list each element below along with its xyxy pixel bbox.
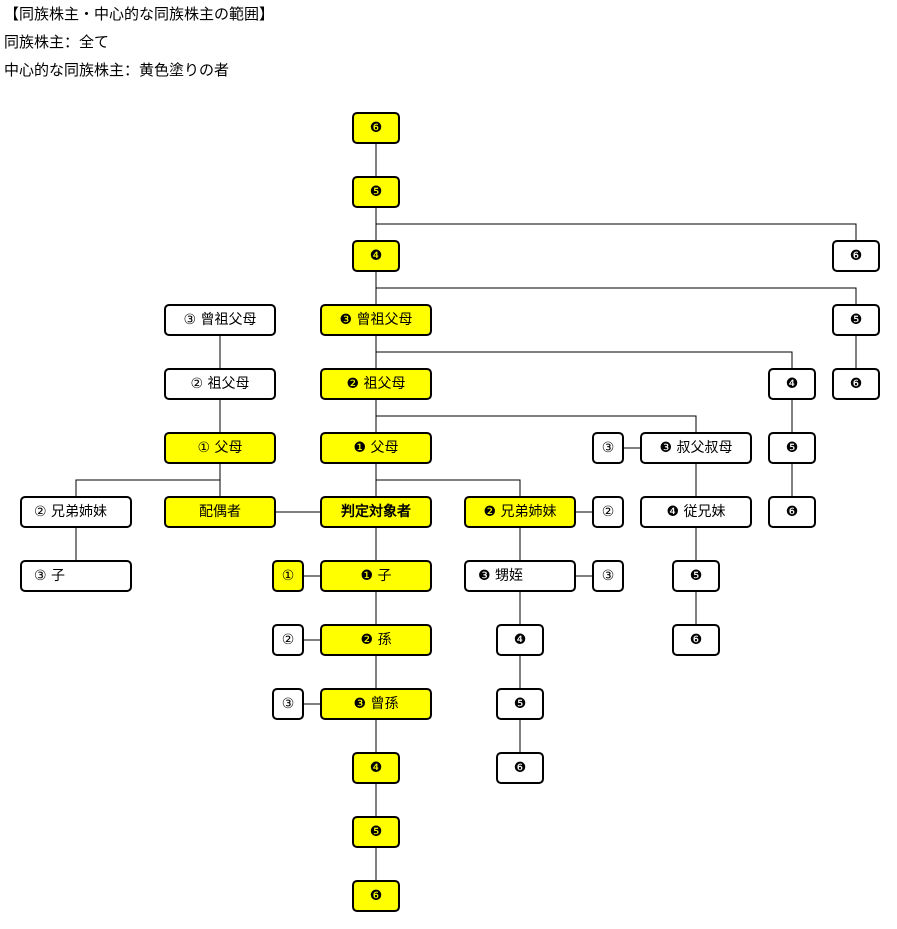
spouse-great-grandparents-box: ③ 曾祖父母 — [164, 304, 276, 336]
nephew-spouse-box: ③ — [592, 560, 624, 592]
great-grandparents-box: ❸ 曾祖父母 — [320, 304, 432, 336]
descendant-6-box: ❻ — [352, 880, 400, 912]
grandparents-box: ❷ 祖父母 — [320, 368, 432, 400]
nephew-descendant-6-box: ❻ — [496, 752, 544, 784]
diagram-title: 【同族株主・中心的な同族株主の範囲】 — [4, 5, 275, 23]
spouse-grandparents-box: ② 祖父母 — [164, 368, 276, 400]
subject-person-box: 判定対象者 — [320, 496, 432, 528]
descendant-4-box: ❹ — [352, 752, 400, 784]
uncle-spouse-box: ③ — [592, 432, 624, 464]
cousins-box: ❹ 従兄妹 — [640, 496, 752, 528]
nephew-niece-box: ❸ 甥姪 — [464, 560, 576, 592]
great-great-uncle-6-box: ❻ — [832, 368, 880, 400]
great-grandchild-spouse-box: ③ — [272, 688, 304, 720]
spouse-sibling-child-box: ③ 子 — [20, 560, 132, 592]
descendant-5-box: ❺ — [352, 816, 400, 848]
central-shareholders-note: 中心的な同族株主：黄色塗りの者 — [4, 61, 230, 79]
spouse-box: 配偶者 — [164, 496, 276, 528]
child-spouse-box: ① — [272, 560, 304, 592]
ancestor-4-box: ❹ — [352, 240, 400, 272]
child-box: ❶ 子 — [320, 560, 432, 592]
nephew-descendant-5-box: ❺ — [496, 688, 544, 720]
siblings-box: ❷ 兄弟姉妹 — [464, 496, 576, 528]
ancestor-6-box: ❻ — [352, 112, 400, 144]
cousin-descendant-5-box: ❺ — [672, 560, 720, 592]
spouse-parents-box: ① 父母 — [164, 432, 276, 464]
nephew-descendant-4-box: ❹ — [496, 624, 544, 656]
cousin-descendant-6-box: ❻ — [672, 624, 720, 656]
great-uncle-4-box: ❹ — [768, 368, 816, 400]
uncle-aunt-box: ❸ 叔父叔母 — [640, 432, 752, 464]
ancestor-5-box: ❺ — [352, 176, 400, 208]
parents-box: ❶ 父母 — [320, 432, 432, 464]
great-uncle-6-box: ❻ — [768, 496, 816, 528]
great-great-great-uncle-6-box: ❻ — [832, 240, 880, 272]
spouse-siblings-box: ② 兄弟姉妹 — [20, 496, 132, 528]
great-grandchild-box: ❸ 曾孫 — [320, 688, 432, 720]
great-great-uncle-5-box: ❺ — [832, 304, 880, 336]
great-uncle-5-box: ❺ — [768, 432, 816, 464]
shareholders-note: 同族株主：全て — [4, 33, 110, 51]
sibling-spouse-box: ② — [592, 496, 624, 528]
grandchild-box: ❷ 孫 — [320, 624, 432, 656]
grandchild-spouse-box: ② — [272, 624, 304, 656]
